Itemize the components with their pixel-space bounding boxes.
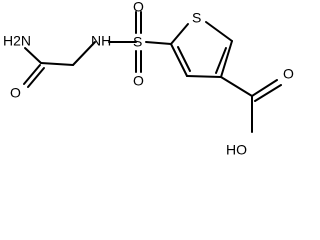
chemical-structure: H2N O NH S O O S O HO: [3, 0, 294, 158]
bond-c-ch2: [40, 62, 74, 66]
ring-bond-4: [186, 75, 222, 78]
amide-nh2-label: H2N: [3, 33, 31, 49]
molecule-canvas: H2N O NH S O O S O HO: [3, 0, 294, 158]
bond-n-c-amide: [24, 47, 42, 64]
sulfonyl-oxygen-bottom-label: O: [133, 73, 144, 89]
ring-double-inner-2: [177, 46, 191, 72]
sulfonyl-oxygen-top-label: O: [133, 0, 144, 15]
bond-ch2-nh: [72, 41, 96, 66]
bond-acid-o-2: [254, 84, 282, 102]
bond-acid-o-1: [251, 79, 278, 97]
ring-bond-2: [205, 21, 233, 42]
sulfonyl-sulfur-label: S: [133, 34, 142, 50]
bond-c-o-amide-1: [23, 64, 41, 85]
ring-bond-1: [170, 23, 189, 45]
acid-hydroxyl-label: HO: [226, 142, 247, 158]
bond-c-o-amide-2: [27, 67, 45, 88]
thiophene-sulfur-label: S: [192, 10, 201, 26]
acid-oxygen-label: O: [283, 66, 294, 82]
ring-bond-5: [170, 43, 188, 77]
nh-label: NH: [91, 33, 111, 49]
amide-oxygen-label: O: [10, 85, 21, 101]
ring-double-inner-1: [215, 47, 227, 74]
bond-s-ring: [145, 41, 172, 45]
ring-bond-3: [220, 40, 233, 78]
bond-ring-acid: [220, 76, 253, 97]
